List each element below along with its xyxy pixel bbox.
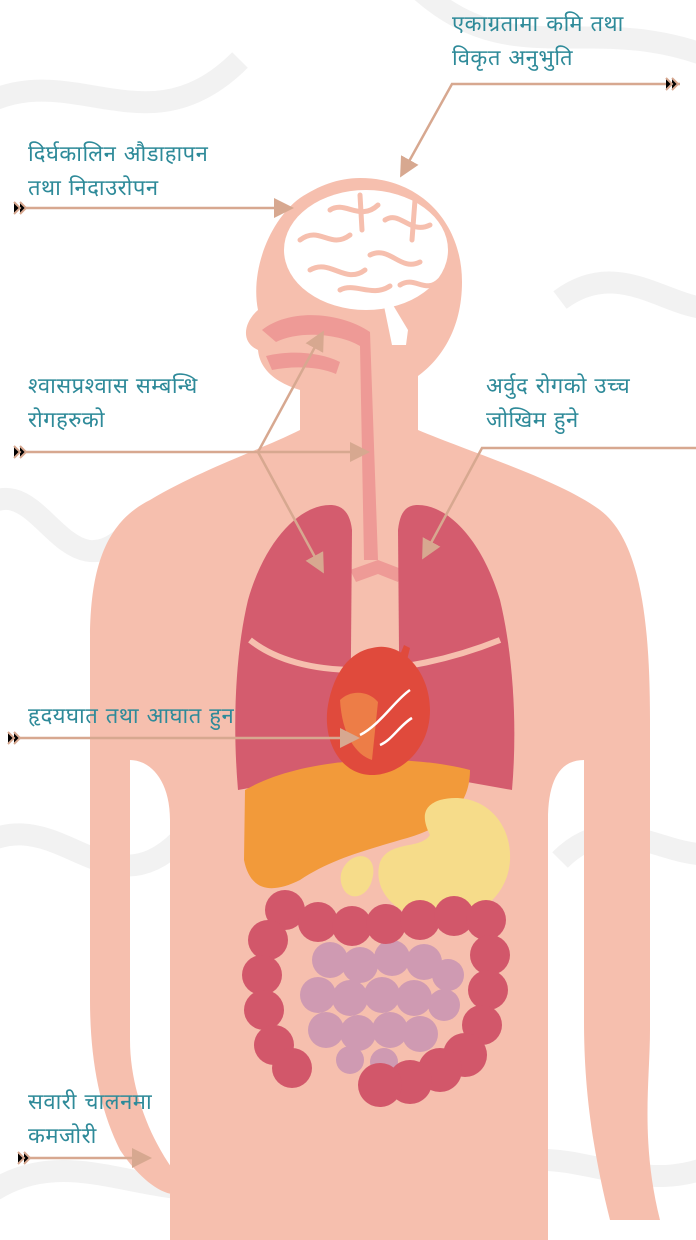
label-concentration: एकाग्रतामा कमि तथा विकृत अनुभुति	[452, 8, 624, 76]
label-concentration-line-1: एकाग्रतामा कमि तथा	[452, 8, 624, 42]
label-respiratory: श्वासप्रश्वास सम्बन्धि रोगहरुको	[28, 370, 198, 438]
label-sleep-line-2: तथा निदाउरोपन	[28, 172, 208, 206]
label-respiratory-line-1: श्वासप्रश्वास सम्बन्धि	[28, 370, 198, 404]
label-sleep: दिर्घकालिन औडाहापन तथा निदाउरोपन	[28, 138, 208, 206]
label-heart-line-1: हृदयघात तथा आघात हुन	[28, 700, 234, 734]
label-cancer: अर्वुद रोगको उच्च जोखिम हुने	[486, 370, 630, 438]
label-driving-line-1: सवारी चालनमा	[28, 1086, 152, 1120]
label-heart: हृदयघात तथा आघात हुन	[28, 700, 234, 734]
label-cancer-line-2: जोखिम हुने	[486, 404, 630, 438]
label-concentration-line-2: विकृत अनुभुति	[452, 42, 624, 76]
label-driving-line-2: कमजोरी	[28, 1120, 152, 1154]
label-sleep-line-1: दिर्घकालिन औडाहापन	[28, 138, 208, 172]
label-respiratory-line-2: रोगहरुको	[28, 404, 198, 438]
arrow-concentration	[402, 84, 680, 174]
label-cancer-line-1: अर्वुद रोगको उच्च	[486, 370, 630, 404]
label-driving: सवारी चालनमा कमजोरी	[28, 1086, 152, 1154]
